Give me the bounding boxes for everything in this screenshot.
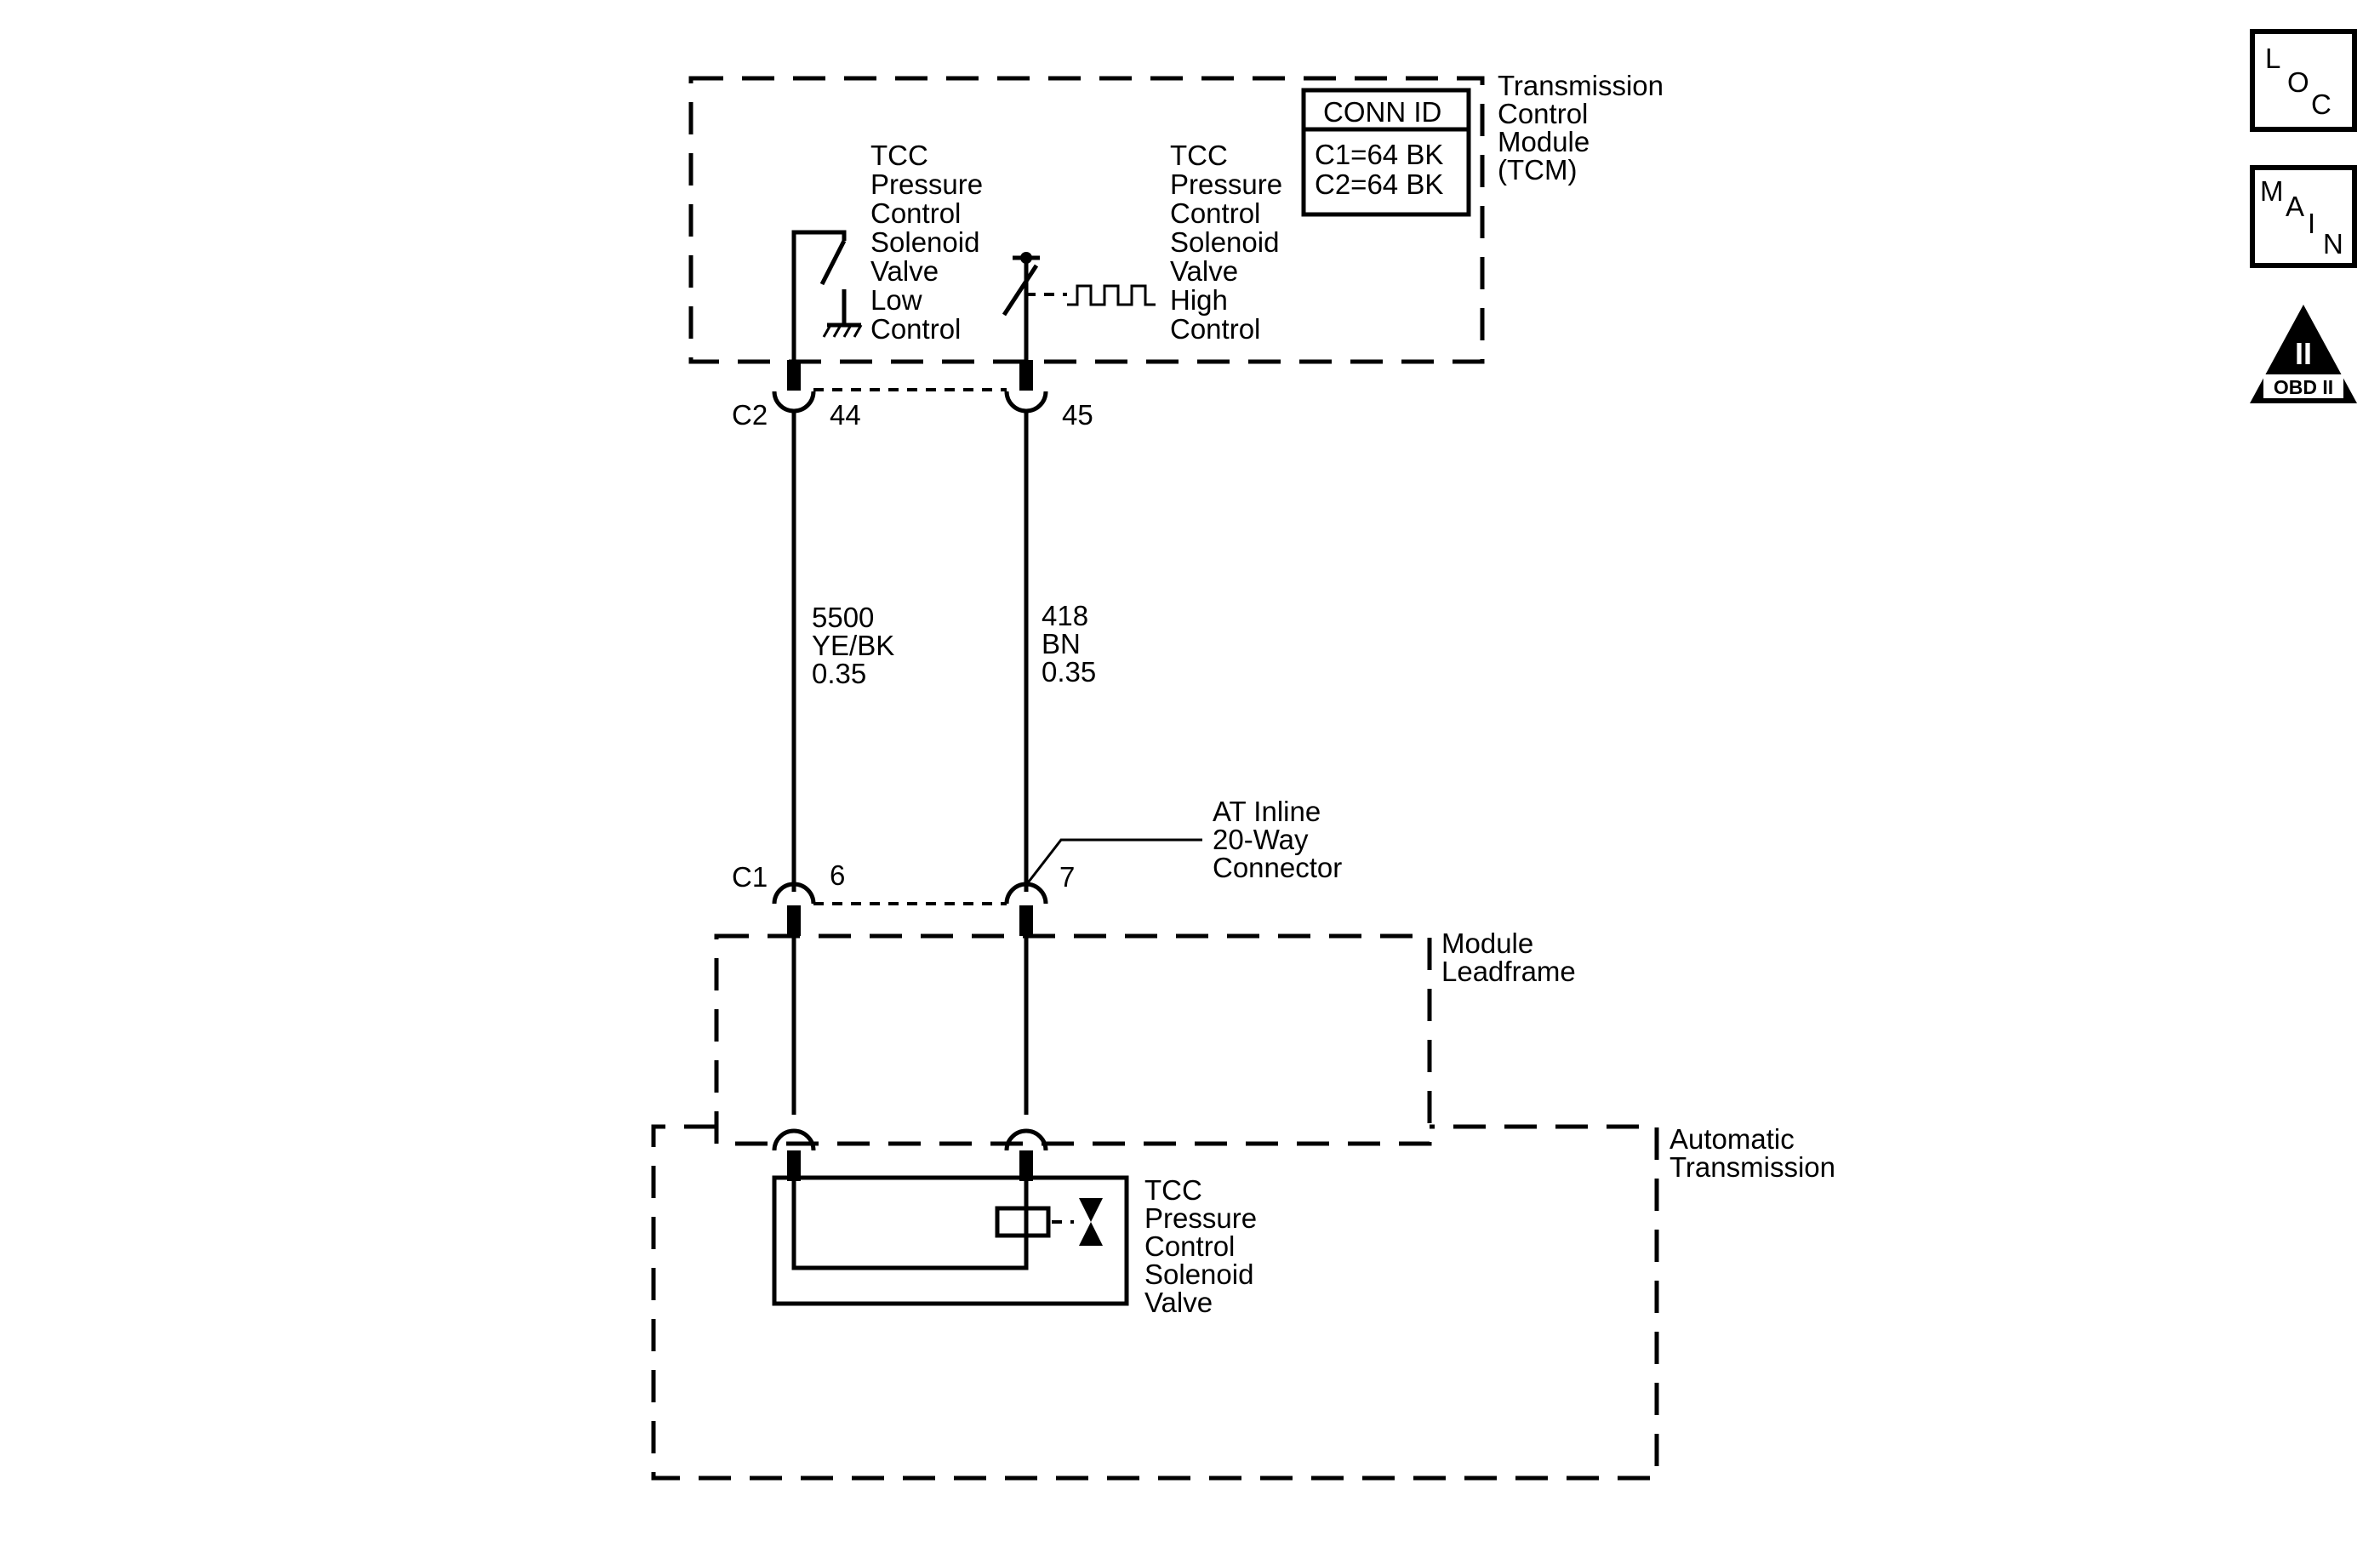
wire-left-color: YE/BK xyxy=(812,630,894,661)
valve-icon xyxy=(1079,1198,1103,1246)
loc-badge[interactable]: L O C xyxy=(2250,29,2357,132)
conn-id-line-1: C1=64 BK xyxy=(1315,139,1443,170)
solenoid-coil-icon xyxy=(995,1206,1074,1238)
wire-right-circuit: 418 xyxy=(1042,600,1088,631)
loc-letter-l: L xyxy=(2265,43,2280,74)
tcm-boundary xyxy=(688,76,1485,364)
main-letter-i: I xyxy=(2308,208,2315,239)
inline-connector-line-2: 20-Way xyxy=(1213,824,1309,855)
low-label-line-1: TCC xyxy=(870,140,928,171)
high-label-line-7: Control xyxy=(1170,313,1260,345)
tcm-label-line-4: (TCM) xyxy=(1498,154,1577,186)
inline-connector-line-3: Connector xyxy=(1213,852,1342,883)
transmission-line-1: Automatic xyxy=(1669,1123,1795,1155)
conn-id-title: CONN ID xyxy=(1323,96,1441,128)
low-label-line-4: Solenoid xyxy=(870,226,979,258)
low-label-line-3: Control xyxy=(870,197,961,229)
wire-left: 5500 YE/BK 0.35 xyxy=(791,411,894,892)
obd-ii-badge[interactable]: II OBD II xyxy=(2250,305,2357,403)
wire-right-gauge: 0.35 xyxy=(1042,656,1096,688)
conn-id-table: CONN ID C1=64 BK C2=64 BK xyxy=(1301,88,1471,217)
c1-label: C1 xyxy=(732,861,768,893)
wire-left-gauge: 0.35 xyxy=(812,658,866,689)
tcm-label-line-2: Control xyxy=(1498,98,1588,129)
connector-c1: C1 6 7 xyxy=(732,859,1075,936)
leadframe-line-1: Module xyxy=(1441,928,1533,959)
c2-pin-45: 45 xyxy=(1062,399,1093,431)
solenoid-line-5: Valve xyxy=(1144,1287,1213,1318)
main-letter-m: M xyxy=(2260,175,2284,207)
leadframe-line-2: Leadframe xyxy=(1441,956,1576,987)
obd-label: OBD II xyxy=(2274,376,2333,398)
c2-pin-44: 44 xyxy=(830,399,861,431)
automatic-transmission: Automatic Transmission TCC Pressure Cont… xyxy=(651,1123,1835,1481)
loc-letter-c: C xyxy=(2311,88,2331,120)
main-letter-a: A xyxy=(2286,191,2304,222)
low-label-line-6: Low xyxy=(870,284,922,316)
tcc-solenoid-component xyxy=(772,1175,1129,1306)
main-letter-n: N xyxy=(2323,228,2343,260)
tcm-label-line-1: Transmission xyxy=(1498,70,1664,101)
solenoid-line-4: Solenoid xyxy=(1144,1259,1253,1290)
connector-c2: C2 44 45 xyxy=(732,360,1093,431)
inline-connector-label: AT Inline 20-Way Connector xyxy=(1024,796,1342,886)
pwm-signal-icon xyxy=(1067,284,1156,306)
wire-right: 418 BN 0.35 xyxy=(1024,411,1096,892)
high-control-label: TCC Pressure Control Solenoid Valve High… xyxy=(1170,140,1282,345)
c1-pin-7: 7 xyxy=(1059,861,1075,893)
ground-icon xyxy=(822,323,863,338)
high-label-line-2: Pressure xyxy=(1170,168,1282,200)
leadframe-boundary xyxy=(714,933,1432,1146)
high-label-line-5: Valve xyxy=(1170,255,1238,287)
wire-left-circuit: 5500 xyxy=(812,602,874,633)
module-leadframe: Module Leadframe xyxy=(714,928,1576,1146)
c1-pin-6: 6 xyxy=(830,859,845,891)
high-side-switch-symbol xyxy=(1002,252,1156,362)
high-label-line-4: Solenoid xyxy=(1170,226,1279,258)
solenoid-line-1: TCC xyxy=(1144,1174,1202,1206)
conn-id-line-2: C2=64 BK xyxy=(1315,168,1443,200)
c2-label: C2 xyxy=(732,399,768,431)
wire-right-color: BN xyxy=(1042,628,1081,659)
tcm-module: Transmission Control Module (TCM) CONN I… xyxy=(688,70,1664,364)
inline-connector-line-1: AT Inline xyxy=(1213,796,1321,827)
high-label-line-3: Control xyxy=(1170,197,1260,229)
low-control-label: TCC Pressure Control Solenoid Valve Low … xyxy=(870,140,983,345)
low-label-line-5: Valve xyxy=(870,255,939,287)
low-side-switch-symbol xyxy=(791,230,863,362)
tcm-label-line-3: Module xyxy=(1498,126,1590,157)
loc-letter-o: O xyxy=(2287,66,2309,98)
obd-roman: II xyxy=(2295,336,2312,371)
low-label-line-2: Pressure xyxy=(870,168,983,200)
solenoid-line-2: Pressure xyxy=(1144,1202,1257,1234)
high-label-line-6: High xyxy=(1170,284,1228,316)
transmission-line-2: Transmission xyxy=(1669,1151,1835,1183)
solenoid-line-3: Control xyxy=(1144,1230,1235,1262)
main-badge[interactable]: M A I N xyxy=(2250,165,2357,268)
high-label-line-1: TCC xyxy=(1170,140,1228,171)
conn-id-frame xyxy=(1301,88,1471,217)
low-label-line-7: Control xyxy=(870,313,961,345)
